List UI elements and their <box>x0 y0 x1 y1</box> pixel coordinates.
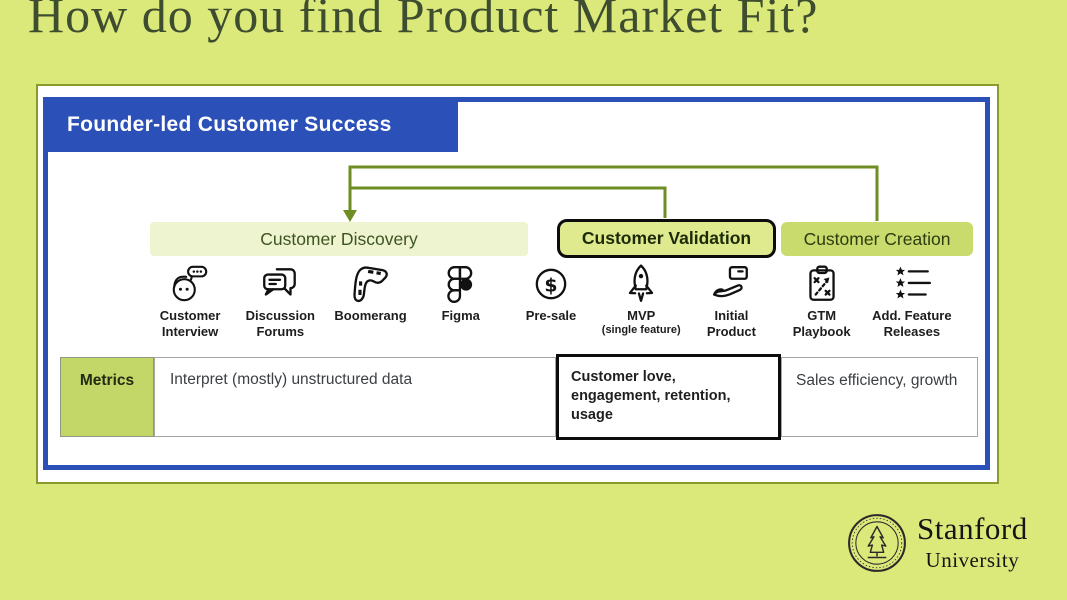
boomerang-icon <box>350 263 392 305</box>
stage-customer-discovery: Customer Discovery <box>150 222 528 256</box>
page-title: How do you find Product Market Fit? <box>28 0 819 43</box>
tool-boomerang: Boomerang <box>325 263 415 355</box>
tool-pre-sale: $ Pre-sale <box>506 263 596 355</box>
rocket-icon <box>620 263 662 305</box>
metrics-row-label: Metrics <box>60 357 154 437</box>
person-speech-bubble-icon <box>169 263 211 305</box>
tool-label: Customer Interview <box>159 308 221 339</box>
tool-mvp: MVP (single feature) <box>596 263 686 355</box>
hand-holding-product-icon <box>710 263 752 305</box>
stanford-university-label: University <box>925 548 1020 572</box>
tools-row: Customer Interview Discussion Forums <box>145 263 957 355</box>
stage-customer-creation: Customer Creation <box>781 222 973 256</box>
stage-customer-validation: Customer Validation <box>557 219 776 258</box>
metrics-validation-cell: Customer love, engagement, retention, us… <box>556 354 781 440</box>
svg-text:$: $ <box>544 274 557 296</box>
stanford-wordmark: Stanford <box>917 511 1028 546</box>
tool-add-feature-releases: Add. Feature Releases <box>867 263 957 355</box>
tool-gtm-playbook: GTM Playbook <box>777 263 867 355</box>
chat-bubbles-icon <box>259 263 301 305</box>
diagram-header-label: Founder-led Customer Success <box>67 112 392 136</box>
diagram-header: Founder-led Customer Success <box>43 97 458 152</box>
playbook-clipboard-icon <box>801 263 843 305</box>
metrics-discovery-cell: Interpret (mostly) unstructured data <box>154 357 556 437</box>
tool-initial-product: Initial Product <box>686 263 776 355</box>
tool-discussion-forums: Discussion Forums <box>235 263 325 355</box>
metrics-creation-cell: Sales efficiency, growth <box>781 357 978 437</box>
stanford-seal-icon <box>846 512 908 574</box>
figma-logo-icon <box>440 263 482 305</box>
tool-customer-interview: Customer Interview <box>145 263 235 355</box>
tool-figma: Figma <box>416 263 506 355</box>
star-list-icon <box>891 263 933 305</box>
stanford-logo: Stanford University <box>846 512 1028 574</box>
dollar-circle-icon: $ <box>530 263 572 305</box>
